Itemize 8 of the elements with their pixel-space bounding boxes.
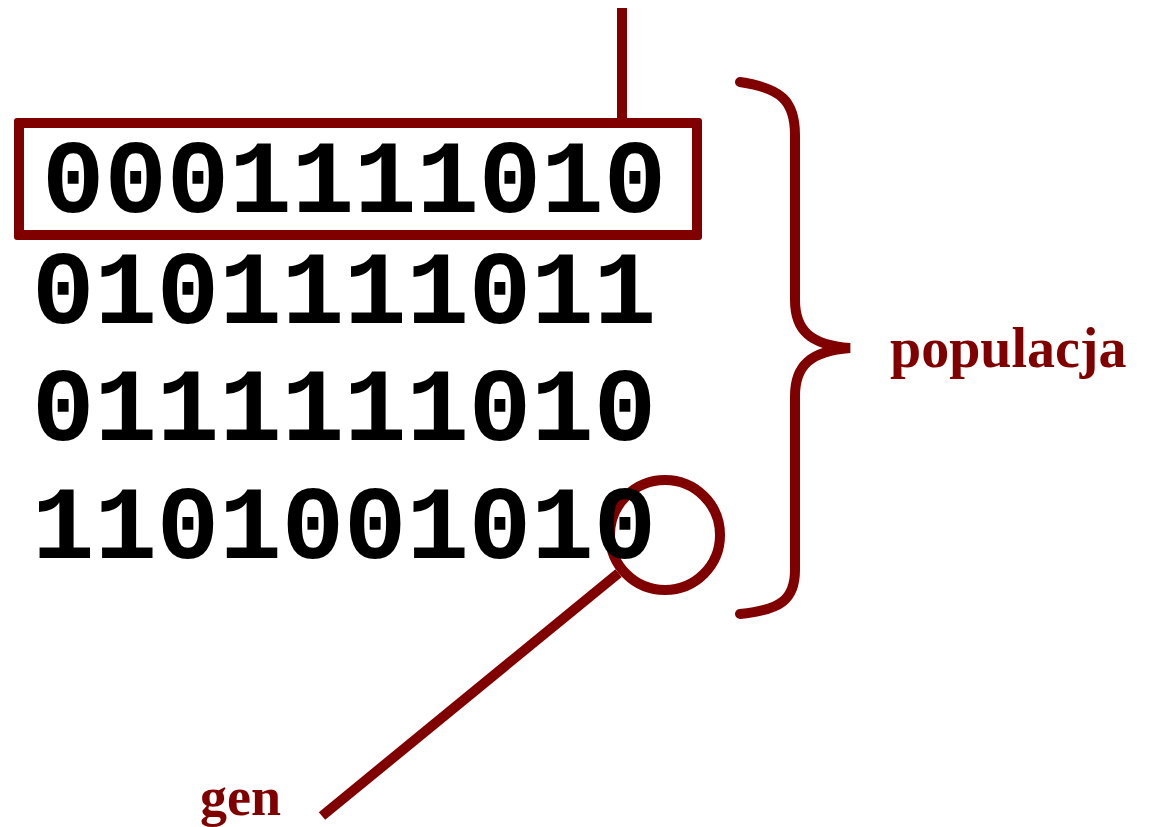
chromosome-bits: 0101111011 xyxy=(32,243,657,347)
population-label: populacja xyxy=(890,316,1127,380)
leader-line xyxy=(318,569,622,820)
highlighted-chromosome-box xyxy=(14,118,702,240)
chromosome-bits: 0001111010 xyxy=(42,132,667,236)
line xyxy=(617,8,627,118)
gene-label: gen xyxy=(200,768,305,826)
chromosome-bits: 0111111010 xyxy=(32,360,657,464)
